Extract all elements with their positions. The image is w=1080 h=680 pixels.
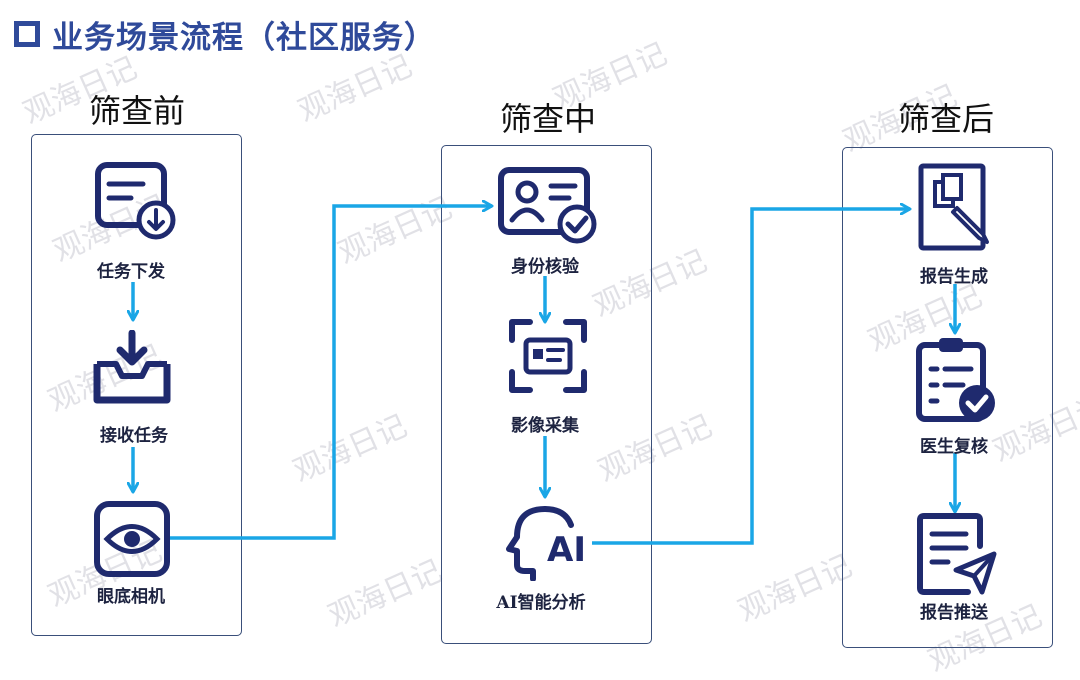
node-label-ai-analysis: AI智能分析 bbox=[496, 593, 586, 613]
phase-label-during: 筛查中 bbox=[499, 100, 596, 138]
node-label-task-dispatch: 任务下发 bbox=[97, 262, 165, 282]
clipboard-check-icon bbox=[916, 338, 995, 422]
node-label-identity-check: 身份核验 bbox=[511, 257, 579, 277]
title-text: 业务场景流程（社区服务） bbox=[52, 19, 436, 56]
id-card-check-icon bbox=[498, 167, 597, 244]
scan-card-icon bbox=[509, 319, 587, 393]
phase-label-before: 筛查前 bbox=[88, 92, 185, 130]
inbox-download-icon bbox=[93, 330, 171, 404]
phase-panel-during bbox=[441, 145, 652, 644]
node-label-doctor-review: 医生复核 bbox=[920, 437, 988, 457]
node-label-fundus-camera: 眼底相机 bbox=[97, 587, 165, 607]
phase-panel-after bbox=[842, 147, 1053, 648]
eye-camera-icon bbox=[94, 501, 170, 577]
page-title: 业务场景流程（社区服务） bbox=[14, 10, 436, 58]
arrow-camera-to-id bbox=[170, 206, 492, 540]
node-label-receive-task: 接收任务 bbox=[100, 426, 168, 446]
ai-head-icon: AI bbox=[506, 506, 586, 581]
node-label-image-capture: 影像采集 bbox=[511, 416, 579, 436]
title-square-icon bbox=[14, 21, 40, 47]
task-download-icon bbox=[95, 162, 176, 240]
phase-panel-before bbox=[31, 134, 242, 636]
svg-text:AI: AI bbox=[547, 530, 586, 570]
report-pen-icon bbox=[918, 163, 989, 251]
arrow-ai-to-report bbox=[592, 209, 910, 545]
node-label-report-push: 报告推送 bbox=[920, 603, 988, 623]
phase-label-after: 筛查后 bbox=[897, 100, 994, 138]
node-label-report-generate: 报告生成 bbox=[920, 267, 988, 287]
report-send-icon bbox=[917, 513, 997, 595]
